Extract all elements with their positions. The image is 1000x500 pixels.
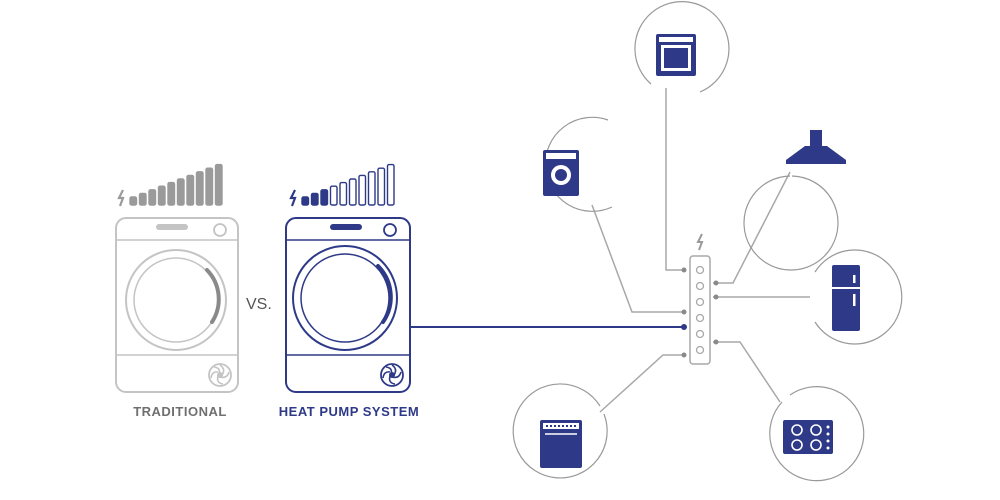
energy-bar — [129, 196, 138, 206]
heat-pump-knob — [383, 223, 397, 237]
energy-bar — [329, 185, 338, 206]
traditional-caption: TRADITIONAL — [133, 404, 227, 419]
connection-dots — [681, 267, 719, 358]
connection-lines — [410, 88, 810, 413]
power-strip-body — [689, 255, 711, 365]
washing-machine-icon — [543, 116, 613, 212]
heat-pump-energy-bars — [301, 163, 395, 206]
heat-pump-caption: HEAT PUMP SYSTEM — [278, 404, 420, 419]
energy-bar — [358, 174, 367, 206]
power-strip-sockets — [695, 265, 705, 355]
power-strip — [681, 233, 719, 365]
energy-bar — [148, 189, 157, 206]
heat-pump-dryer — [285, 163, 411, 393]
heat-pump-drum-door — [292, 245, 398, 351]
energy-bar — [205, 167, 214, 206]
lightning-bolt-icon — [289, 189, 297, 207]
energy-bar — [386, 163, 395, 206]
energy-bar — [167, 181, 176, 206]
energy-bar — [310, 192, 319, 206]
energy-bar — [348, 178, 357, 206]
hob-icon — [769, 386, 865, 482]
lightning-bolt-icon — [117, 189, 125, 207]
versus-label: VS. — [246, 296, 272, 313]
heat-pump-dryer-body — [285, 217, 411, 393]
traditional-drum-door — [125, 249, 227, 351]
socket — [695, 345, 705, 355]
energy-bar — [367, 171, 376, 206]
heat-pump-fan-icon — [380, 363, 404, 387]
traditional-knob — [213, 223, 227, 237]
energy-bar — [214, 163, 223, 206]
energy-bar — [320, 189, 329, 206]
traditional-fan-icon — [208, 363, 232, 387]
energy-bar — [157, 185, 166, 206]
heat-pump-door-handle — [376, 264, 393, 324]
energy-bar — [377, 167, 386, 206]
refrigerator-icon — [814, 249, 903, 345]
cooker-hood-icon — [743, 130, 846, 271]
oven-icon — [634, 1, 730, 93]
socket — [695, 265, 705, 275]
energy-bar — [339, 181, 348, 206]
energy-bar — [176, 178, 185, 206]
socket — [695, 313, 705, 323]
traditional-control-panel — [156, 224, 188, 230]
energy-bar — [195, 171, 204, 206]
energy-bar — [301, 196, 310, 206]
dishwasher-icon — [512, 383, 608, 479]
traditional-energy-bars — [129, 163, 223, 206]
socket — [695, 329, 705, 339]
heat-pump-control-panel — [330, 224, 362, 230]
energy-bar — [186, 174, 195, 206]
traditional-door-handle — [205, 268, 221, 324]
socket — [695, 281, 705, 291]
traditional-dryer — [115, 163, 239, 393]
lightning-bolt-icon — [696, 233, 704, 251]
socket — [695, 297, 705, 307]
heat-pump-connection-dot — [681, 324, 687, 330]
energy-bar — [138, 192, 147, 206]
